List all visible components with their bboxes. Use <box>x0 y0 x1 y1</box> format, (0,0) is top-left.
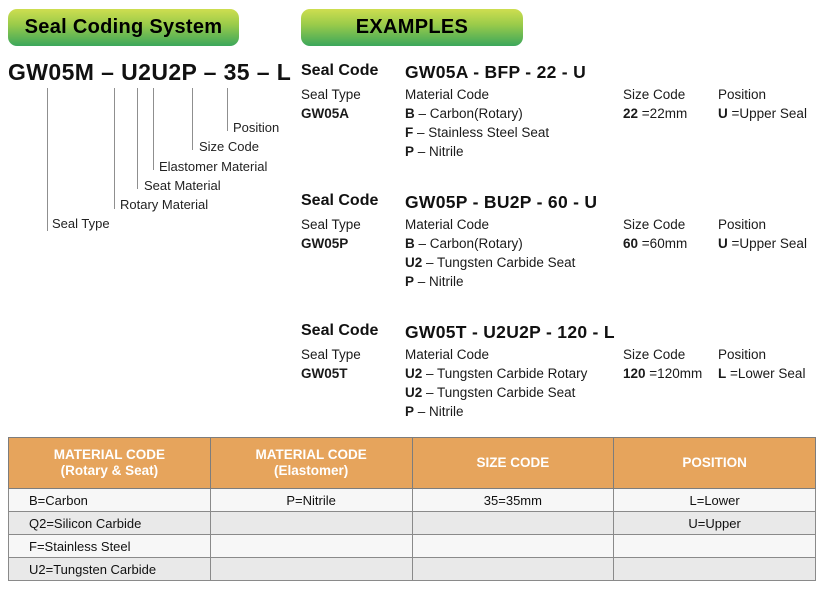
header-position: POSITION <box>613 437 816 489</box>
size-value: 22 =22mm <box>623 106 688 121</box>
diagram-label-seal-type: Seal Type <box>52 216 110 231</box>
leader-line-seal-type <box>47 88 48 231</box>
cell-size <box>411 534 615 558</box>
material-line: P – Nitrile <box>405 274 464 289</box>
header-size-code: SIZE CODE <box>411 437 615 489</box>
size-code-header: Size Code <box>623 87 686 102</box>
seal-code-pattern: GW05M – U2U2P – 35 – L <box>8 59 292 85</box>
code-lookup-table: MATERIAL CODE(Rotary & Seat) MATERIAL CO… <box>8 437 816 581</box>
seal-type-header: Seal Type <box>301 347 361 362</box>
leader-line-elastomer-material <box>153 88 154 170</box>
material-line: B – Carbon(Rotary) <box>405 236 523 251</box>
seal-type-value: GW05A <box>301 106 350 121</box>
table-row: F=Stainless Steel <box>8 534 816 558</box>
seal-type-header: Seal Type <box>301 87 361 102</box>
example-gw05p: Seal Code GW05P - BU2P - 60 - U Seal Typ… <box>301 192 832 293</box>
cell-rotary-seat: F=Stainless Steel <box>8 534 211 558</box>
cell-elastomer: P=Nitrile <box>209 488 413 512</box>
cell-position: L=Lower <box>613 488 816 512</box>
examples-section: Seal Code GW05A - BFP - 22 - U Seal Type… <box>301 62 832 452</box>
table-header-row: MATERIAL CODE(Rotary & Seat) MATERIAL CO… <box>8 437 816 489</box>
position-value: L =Lower Seal <box>718 366 806 381</box>
seal-code-value: GW05T - U2U2P - 120 - L <box>405 322 615 342</box>
leader-line-size-code <box>192 88 193 150</box>
material-line: P – Nitrile <box>405 404 464 419</box>
cell-elastomer <box>209 511 413 535</box>
seal-code-value: GW05A - BFP - 22 - U <box>405 62 587 82</box>
size-value: 60 =60mm <box>623 236 688 251</box>
material-line: U2 – Tungsten Carbide Seat <box>405 385 576 400</box>
cell-rotary-seat: B=Carbon <box>8 488 211 512</box>
size-code-header: Size Code <box>623 347 686 362</box>
cell-rotary-seat: Q2=Silicon Carbide <box>8 511 211 535</box>
seal-code-label: Seal Code <box>301 192 379 209</box>
example-gw05t: Seal Code GW05T - U2U2P - 120 - L Seal T… <box>301 322 832 423</box>
seal-code-label: Seal Code <box>301 62 379 79</box>
position-value: U =Upper Seal <box>718 106 807 121</box>
material-line: U2 – Tungsten Carbide Seat <box>405 255 576 270</box>
material-code-header: Material Code <box>405 217 490 232</box>
diagram-label-position: Position <box>233 120 280 135</box>
cell-position <box>613 534 816 558</box>
material-code-header: Material Code <box>405 87 490 102</box>
seal-type-value: GW05T <box>301 366 348 381</box>
header-material-elastomer: MATERIAL CODE(Elastomer) <box>209 437 413 489</box>
cell-size: 35=35mm <box>411 488 615 512</box>
cell-position: U=Upper <box>613 511 816 535</box>
table-row: Q2=Silicon Carbide U=Upper <box>8 511 816 535</box>
seal-code-value: GW05P - BU2P - 60 - U <box>405 192 598 212</box>
diagram-label-size-code: Size Code <box>199 139 259 154</box>
position-header: Position <box>718 347 767 362</box>
table-row: U2=Tungsten Carbide <box>8 557 816 581</box>
cell-elastomer <box>209 557 413 581</box>
material-code-header: Material Code <box>405 347 490 362</box>
diagram-label-elastomer-material: Elastomer Material <box>159 159 268 174</box>
seal-type-value: GW05P <box>301 236 349 251</box>
leader-line-rotary-material <box>114 88 115 209</box>
header-material-rotary-seat: MATERIAL CODE(Rotary & Seat) <box>8 437 211 489</box>
material-line: F – Stainless Steel Seat <box>405 125 550 140</box>
leader-line-position <box>227 88 228 131</box>
material-line: P – Nitrile <box>405 144 464 159</box>
examples-banner: EXAMPLES <box>301 9 523 46</box>
cell-elastomer <box>209 534 413 558</box>
size-code-header: Size Code <box>623 217 686 232</box>
position-value: U =Upper Seal <box>718 236 807 251</box>
seal-type-header: Seal Type <box>301 217 361 232</box>
cell-size <box>411 511 615 535</box>
cell-size <box>411 557 615 581</box>
leader-line-seat-material <box>137 88 138 189</box>
cell-position <box>613 557 816 581</box>
example-gw05a: Seal Code GW05A - BFP - 22 - U Seal Type… <box>301 62 832 163</box>
table-row: B=Carbon P=Nitrile 35=35mm L=Lower <box>8 488 816 512</box>
seal-coding-system-banner: Seal Coding System <box>8 9 239 46</box>
position-header: Position <box>718 87 767 102</box>
seal-code-label: Seal Code <box>301 322 379 339</box>
size-value: 120 =120mm <box>623 366 703 381</box>
diagram-label-rotary-material: Rotary Material <box>120 197 209 212</box>
material-line: U2 – Tungsten Carbide Rotary <box>405 366 588 381</box>
diagram-label-seat-material: Seat Material <box>144 178 221 193</box>
position-header: Position <box>718 217 767 232</box>
cell-rotary-seat: U2=Tungsten Carbide <box>8 557 211 581</box>
material-line: B – Carbon(Rotary) <box>405 106 523 121</box>
